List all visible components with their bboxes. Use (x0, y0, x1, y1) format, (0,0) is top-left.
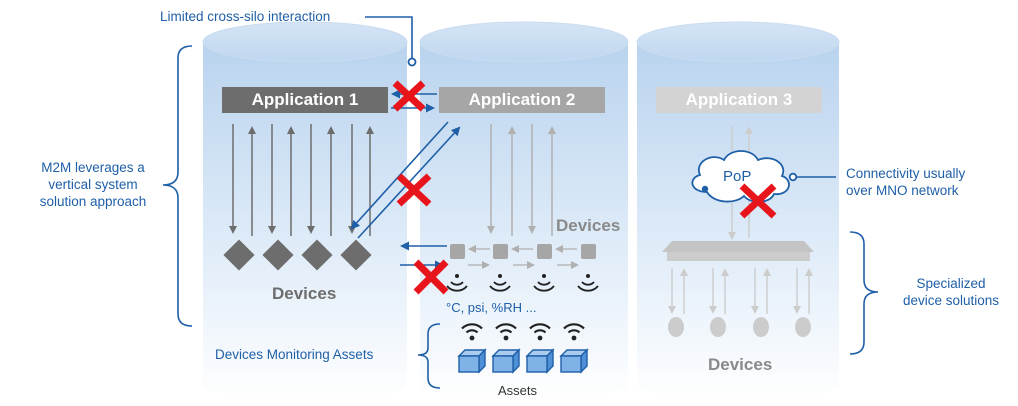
device-square (537, 244, 552, 259)
device-square (493, 244, 508, 259)
cross-silo-callout-line (365, 16, 413, 59)
device-square (581, 244, 596, 259)
asset-cube-icon (491, 348, 521, 374)
silo-2-arrows (487, 124, 556, 236)
gateway-bar (662, 241, 814, 252)
device-ellipse (710, 317, 726, 337)
silo-3-cylinder (636, 21, 840, 401)
connectivity-callout-dot (788, 172, 798, 182)
sensor-units-label: °C, psi, %RH ... (446, 300, 537, 315)
asset-cube-icon (525, 348, 555, 374)
silo-3-devices (668, 317, 811, 337)
left-brace (162, 45, 193, 327)
silo-1-devices-label: Devices (272, 284, 337, 303)
silo-2-devices (450, 244, 596, 269)
right-brace (849, 231, 879, 355)
asset-cube-icon (457, 348, 487, 374)
device-square (450, 244, 465, 259)
silo-2-signal-icons (446, 274, 599, 292)
wifi-icon (577, 274, 599, 292)
assets-label: Assets (498, 383, 538, 398)
m2m-line-3: solution approach (39, 194, 147, 209)
device-ellipse (753, 317, 769, 337)
m2m-line-2: vertical system (48, 177, 138, 192)
device-diamond (223, 239, 255, 271)
silo-2-cylinder (419, 21, 629, 401)
blocked-cross-icon (392, 80, 426, 112)
wifi-icon (461, 323, 483, 341)
connectivity-line-1: Connectivity usually (846, 166, 966, 181)
wifi-icon (495, 323, 517, 341)
silo-3-devices-label: Devices (708, 355, 773, 374)
pop-cloud (691, 150, 790, 203)
asset-cube-icon (559, 348, 589, 374)
blocked-cross-icon (413, 259, 449, 295)
specialized-line-2: device solutions (902, 293, 1000, 308)
m2m-annotation: M2M leverages a vertical system solution… (18, 159, 168, 210)
silo-2-devices-label: Devices (556, 216, 621, 235)
wifi-icon (563, 323, 585, 341)
asset-signal-icons (461, 323, 585, 341)
device-diamond (340, 239, 372, 271)
connectivity-annotation: Connectivity usually over MNO network (846, 165, 965, 199)
application-3-box: Application 3 (656, 87, 822, 113)
wifi-icon (533, 274, 555, 292)
asset-cubes (457, 348, 589, 374)
silo-1-arrows (229, 124, 374, 236)
gateway-base (667, 252, 810, 261)
device-diamond (262, 239, 294, 271)
blocked-cross-icon (739, 183, 777, 219)
pop-label: PoP (723, 168, 752, 185)
cross-silo-annotation: Limited cross-silo interaction (160, 9, 331, 24)
silo-1-devices (223, 239, 372, 271)
specialized-annotation: Specialized device solutions (886, 275, 1016, 309)
blocked-cross-icon (396, 173, 432, 207)
wifi-icon (489, 274, 511, 292)
device-diamond (301, 239, 333, 271)
cross-silo-callout-dot (407, 57, 417, 67)
wifi-icon (446, 274, 468, 292)
device-ellipse (668, 317, 684, 337)
device-ellipse (795, 317, 811, 337)
cloud-node (701, 185, 709, 193)
wifi-icon (529, 323, 551, 341)
connectivity-line-2: over MNO network (846, 183, 959, 198)
m2m-line-1: M2M leverages a (41, 160, 145, 175)
assets-brace (417, 323, 441, 389)
devices-monitoring-assets-annotation: Devices Monitoring Assets (215, 347, 374, 362)
specialized-line-1: Specialized (916, 276, 986, 291)
application-2-box: Application 2 (439, 87, 605, 113)
application-1-box: Application 1 (222, 87, 388, 113)
